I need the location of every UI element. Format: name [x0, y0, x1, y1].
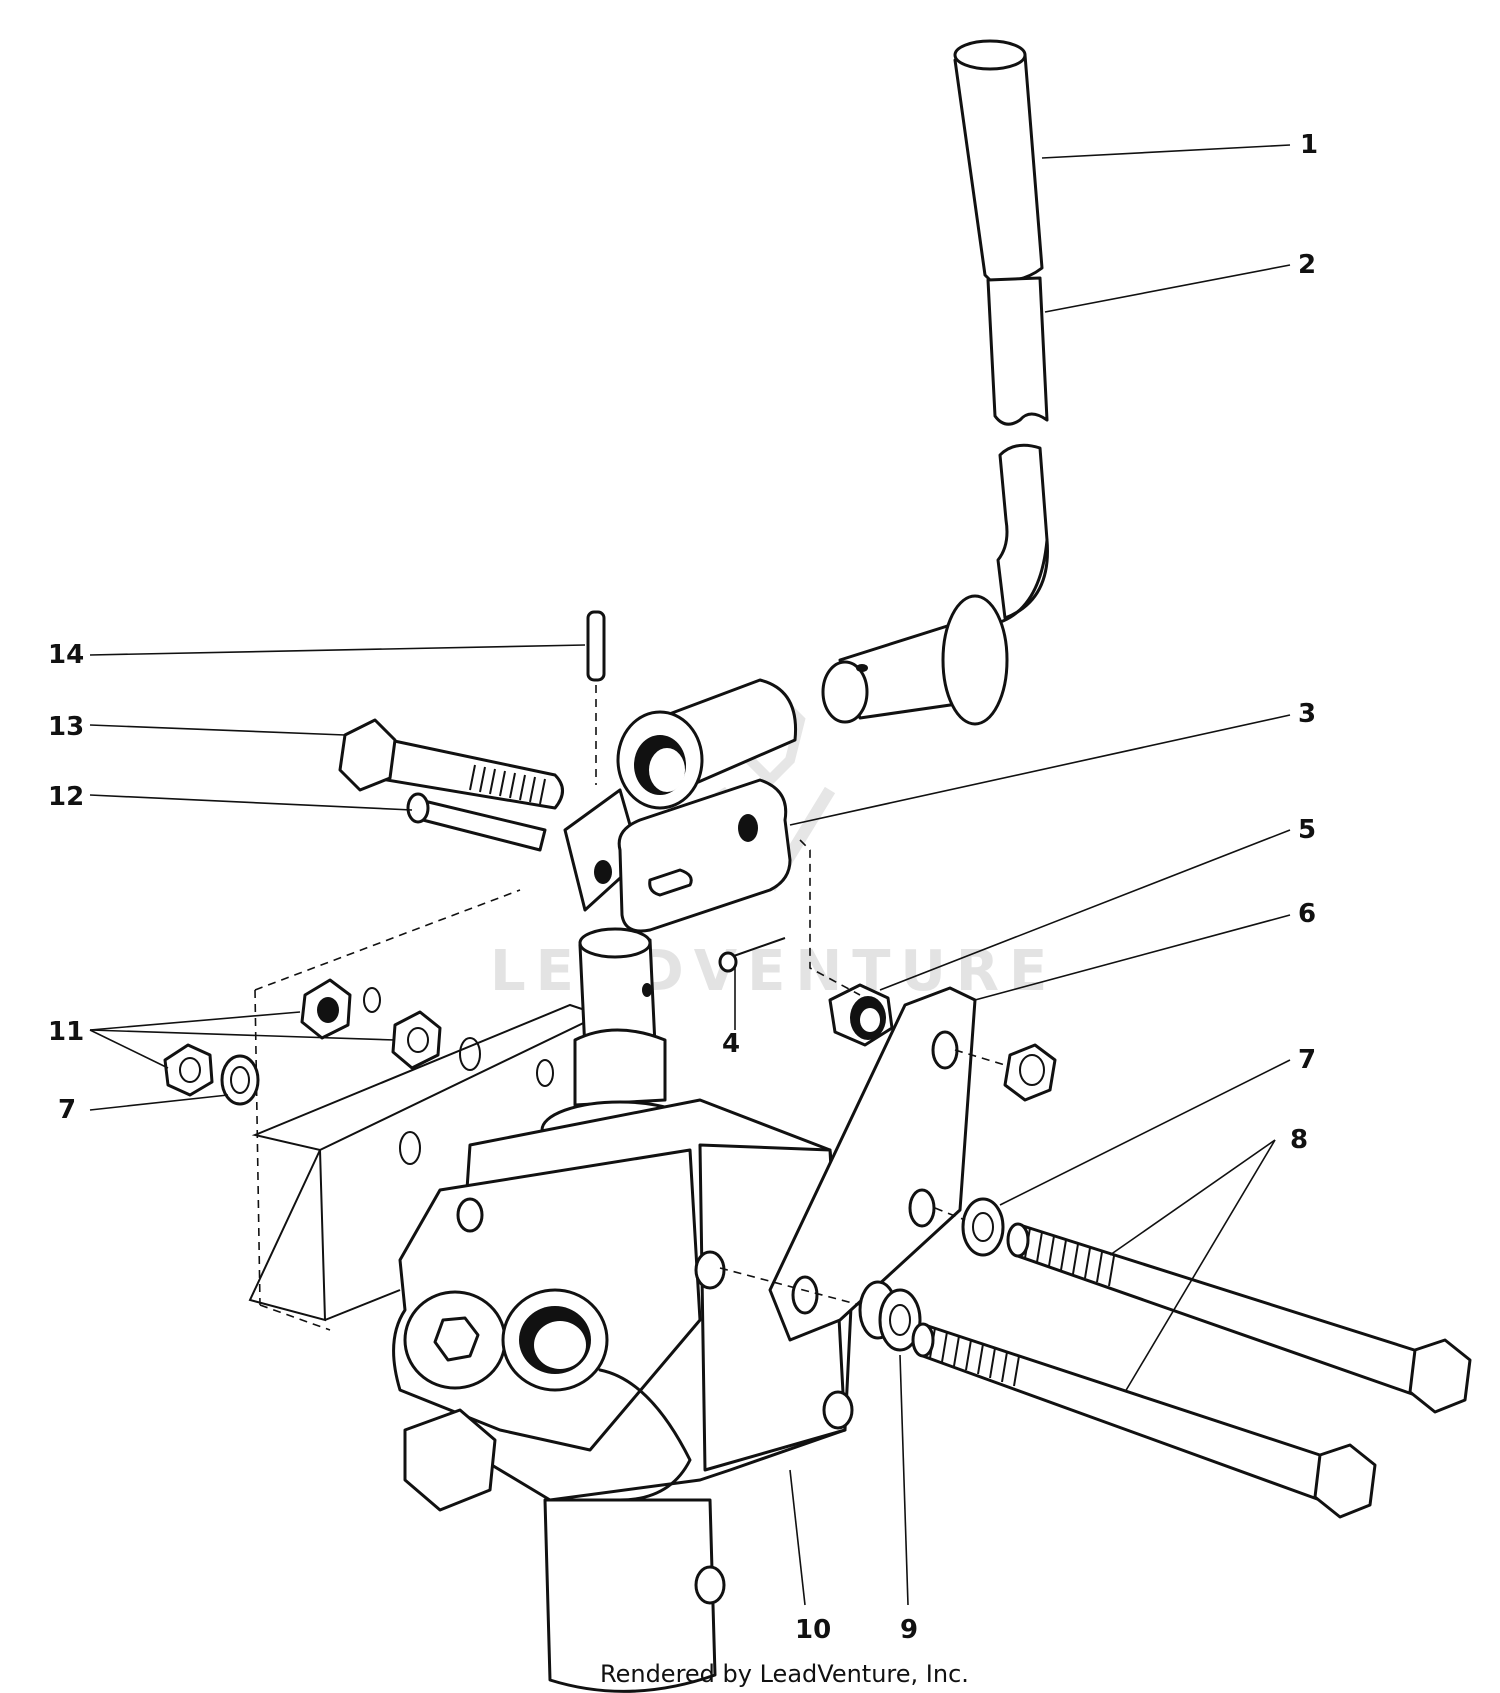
callout-1: 1	[1300, 130, 1318, 160]
part-bushing	[616, 678, 798, 810]
callout-7-right: 7	[1298, 1045, 1316, 1075]
part-washer-right	[961, 1197, 1005, 1257]
part-mounting-bracket	[768, 986, 977, 1342]
callout-14: 14	[48, 640, 84, 670]
callout-12: 12	[48, 782, 84, 812]
part-hex-nuts	[163, 978, 442, 1097]
leader-lines	[89, 144, 1291, 1606]
callout-7-left: 7	[58, 1095, 76, 1125]
part-handle-grip	[953, 39, 1044, 283]
callout-13: 13	[48, 712, 84, 742]
footer-credit: Rendered by LeadVenture, Inc.	[600, 1660, 969, 1688]
callout-8: 8	[1290, 1125, 1308, 1155]
watermark-text: LEADVENTURE	[490, 939, 1057, 1004]
callout-6: 6	[1298, 899, 1316, 929]
part-lock-nut	[1003, 1043, 1057, 1102]
part-roll-pin	[586, 610, 606, 682]
callout-labels: 1 2 3 4 5 6 7 7 8 9 10 11 12 13 14	[48, 130, 1318, 1645]
part-cotter-pin	[718, 937, 786, 973]
part-castle-nut	[828, 983, 894, 1047]
callout-2: 2	[1298, 250, 1316, 280]
callout-10: 10	[795, 1615, 831, 1645]
part-pin	[406, 792, 547, 852]
part-link-plates	[563, 778, 792, 933]
callout-3: 3	[1298, 699, 1316, 729]
part-spacer	[858, 1280, 922, 1352]
callout-4: 4	[722, 1029, 740, 1059]
callout-9: 9	[900, 1615, 918, 1645]
callout-11: 11	[48, 1017, 84, 1047]
part-long-bolt-lower	[911, 1322, 1377, 1519]
callout-5: 5	[1298, 815, 1316, 845]
part-valve-body	[392, 1098, 857, 1693]
part-handle-shaft	[821, 594, 1009, 726]
part-washer-left	[220, 1054, 260, 1106]
part-bolt-13	[338, 718, 564, 810]
part-long-bolt-upper	[1006, 1222, 1472, 1414]
part-handle-rod	[986, 276, 1049, 627]
